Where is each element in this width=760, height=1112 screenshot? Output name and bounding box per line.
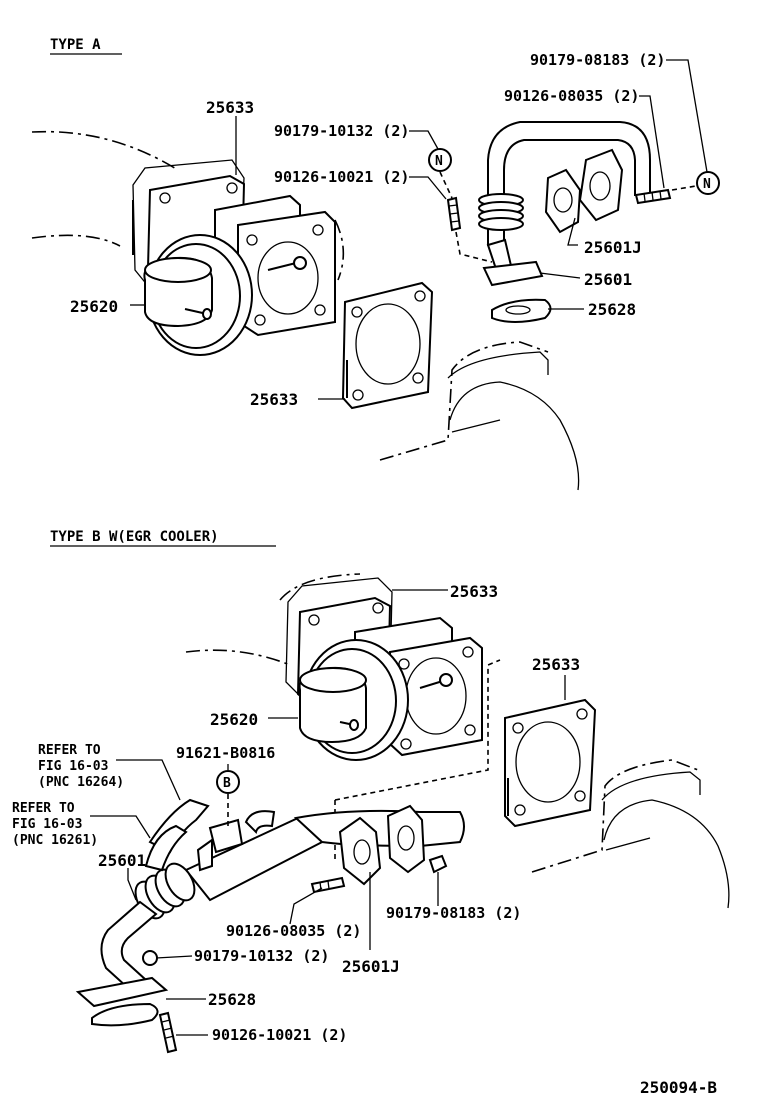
label-b-25601J: 25601J (342, 957, 400, 976)
label-a-90179-08183: 90179-08183 (2) (530, 51, 665, 69)
label-b-25601: 25601 (98, 851, 146, 870)
label-a-25601J: 25601J (584, 238, 642, 257)
label-b-90179-08183: 90179-08183 (2) (386, 904, 521, 922)
label-b-25628: 25628 (208, 990, 256, 1009)
label-b-refer2-line1: REFER TO (12, 801, 75, 816)
label-a-25620: 25620 (70, 297, 118, 316)
n-marker-a1: N (435, 154, 443, 169)
label-a-90126-10021: 90126-10021 (2) (274, 168, 409, 186)
bellows-b (134, 862, 196, 920)
label-b-91621-b0816: 91621-B0816 (176, 744, 275, 762)
label-a-25628: 25628 (588, 300, 636, 319)
type-a-title: TYPE A (50, 37, 101, 53)
label-b-90126-08035: 90126-08035 (2) (226, 922, 361, 940)
type-b-title: TYPE B W(EGR COOLER) (50, 529, 219, 545)
label-b-refer1-line2: FIG 16-03 (38, 759, 108, 774)
label-b-25633-top: 25633 (450, 582, 498, 601)
figure-code: 250094-B (640, 1078, 717, 1097)
label-b-refer2-line3: (PNC 16261) (12, 833, 98, 848)
type-a-section: TYPE A (31, 37, 720, 491)
label-b-refer1-line1: REFER TO (38, 743, 101, 758)
label-b-refer2-line2: FIG 16-03 (12, 817, 82, 832)
b-marker: B (223, 776, 231, 791)
label-a-25633-bottom: 25633 (250, 390, 298, 409)
label-b-90126-10021: 90126-10021 (2) (212, 1026, 347, 1044)
label-a-25633-top: 25633 (206, 98, 254, 117)
label-b-90179-10132: 90179-10132 (2) (194, 947, 329, 965)
label-a-25601: 25601 (584, 270, 632, 289)
n-marker-a2: N (703, 177, 711, 192)
bellows-a (478, 193, 524, 231)
label-b-25620: 25620 (210, 710, 258, 729)
label-b-refer1-line3: (PNC 16264) (38, 775, 124, 790)
label-a-90126-08035: 90126-08035 (2) (504, 87, 639, 105)
type-b-section: TYPE B W(EGR COOLER) (12, 529, 730, 1054)
label-b-25633-right: 25633 (532, 655, 580, 674)
label-a-90179-10132: 90179-10132 (2) (274, 122, 409, 140)
